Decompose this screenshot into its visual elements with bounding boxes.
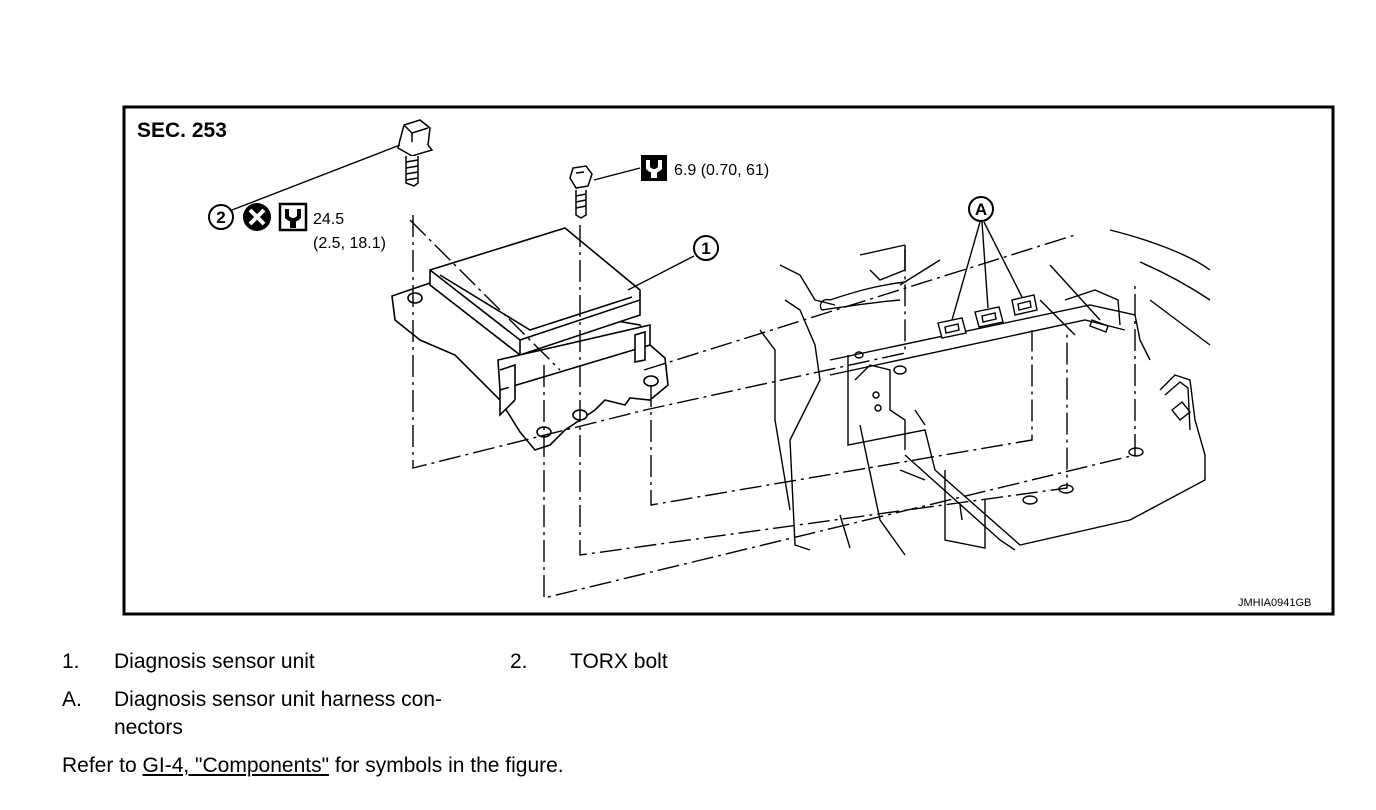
diagnosis-sensor-unit xyxy=(391,227,669,451)
svg-text:2: 2 xyxy=(216,208,225,227)
callout-a: A xyxy=(968,196,994,222)
svg-text:A: A xyxy=(975,200,987,219)
legend-item-a: A. Diagnosis sensor unit harness con- ne… xyxy=(62,686,502,746)
callout-2: 2 xyxy=(208,204,234,230)
bolt-torque-units: (2.5, 18.1) xyxy=(313,235,386,252)
bolt-torque-value: 24.5 xyxy=(313,211,344,228)
do-not-reuse-icon xyxy=(243,203,271,231)
callout-1: 1 xyxy=(693,235,719,261)
screw-torque-value: 6.9 (0.70, 61) xyxy=(674,162,769,179)
refer-suffix: for symbols in the figure. xyxy=(329,754,564,777)
torque-wrench-icon xyxy=(641,155,667,181)
legend-number: 1. xyxy=(62,650,80,673)
callout-a-leaders xyxy=(951,221,1023,321)
legend-text: Diagnosis sensor unit harness con- xyxy=(114,688,443,711)
components-link[interactable]: GI-4, "Components" xyxy=(142,754,330,777)
harness-connectors xyxy=(937,294,1038,339)
legend-text-continued: nectors xyxy=(114,716,183,739)
torx-bolt xyxy=(397,119,434,187)
legend-number: A. xyxy=(62,688,82,711)
figure-code: JMHIA0941GB xyxy=(1238,597,1311,609)
refer-prefix: Refer to xyxy=(62,754,143,777)
legend-text: Diagnosis sensor unit xyxy=(114,650,315,673)
refer-note: Refer to GI-4, "Components" for symbols … xyxy=(62,752,564,780)
section-label: SEC. 253 xyxy=(137,119,227,142)
legend-number: 2. xyxy=(510,650,528,673)
figure-frame xyxy=(122,105,1335,616)
vehicle-floor-bracket xyxy=(759,229,1211,556)
alignment-lines xyxy=(409,215,1136,599)
component-diagram: SEC. 253 JMHIA0941GB xyxy=(122,105,1335,616)
svg-text:1: 1 xyxy=(701,239,710,258)
torque-wrench-icon xyxy=(278,202,308,232)
leader-lines xyxy=(231,144,695,291)
mounting-screw xyxy=(569,165,593,219)
legend-text: TORX bolt xyxy=(570,650,668,673)
